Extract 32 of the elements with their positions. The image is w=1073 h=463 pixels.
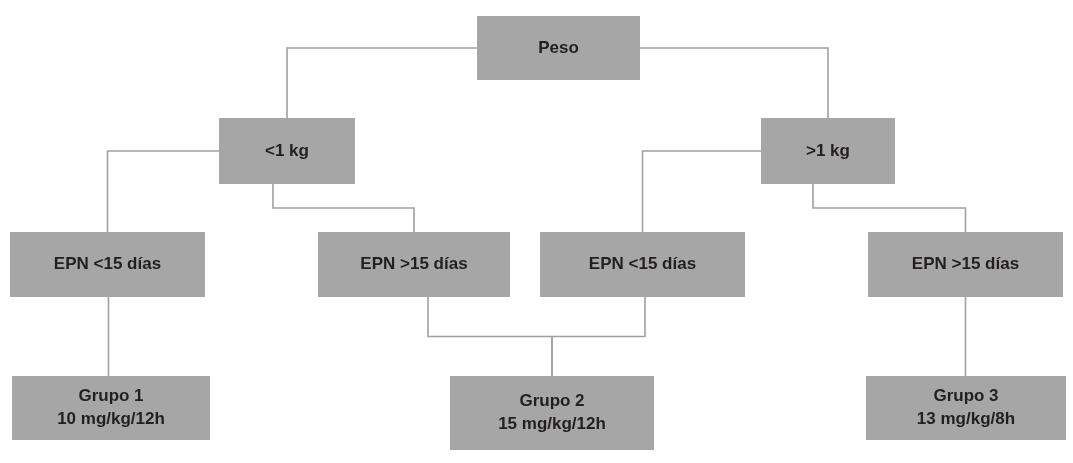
connector-line — [639, 47, 829, 119]
tree-node-box — [450, 376, 654, 450]
node-label: 10 mg/kg/12h — [57, 408, 165, 430]
connector-line — [106, 150, 220, 233]
tree-node-box — [318, 232, 510, 297]
connector-line — [107, 296, 110, 377]
node-label: EPN <15 días — [588, 253, 697, 276]
tree-node-box — [761, 118, 895, 184]
tree-node-box — [477, 16, 640, 80]
tree-node-box — [219, 118, 355, 184]
connector-line — [964, 296, 967, 377]
node-label: Grupo 3 — [933, 385, 999, 408]
connector-line — [812, 183, 967, 233]
node-label: Peso — [538, 36, 579, 59]
node-label: 13 mg/kg/8h — [916, 408, 1016, 430]
tree-node-box — [10, 232, 205, 297]
connector-line — [286, 47, 478, 119]
tree-node-box — [540, 232, 745, 297]
node-label: EPN >15 días — [911, 253, 1020, 276]
node-label: Grupo 1 — [78, 385, 144, 408]
tree-node-box — [12, 376, 210, 440]
connector-line — [641, 150, 762, 233]
connector-line — [551, 296, 646, 377]
node-label: EPN >15 días — [360, 253, 468, 276]
tree-node-box — [868, 232, 1063, 297]
node-label: <1 kg — [265, 139, 309, 162]
connector-line — [272, 183, 415, 233]
tree-node-box — [866, 376, 1066, 440]
node-label: 15 mg/kg/12h — [498, 413, 606, 435]
node-label: Grupo 2 — [519, 390, 585, 413]
node-label: EPN <15 días — [53, 253, 162, 276]
node-label: >1 kg — [806, 139, 850, 162]
